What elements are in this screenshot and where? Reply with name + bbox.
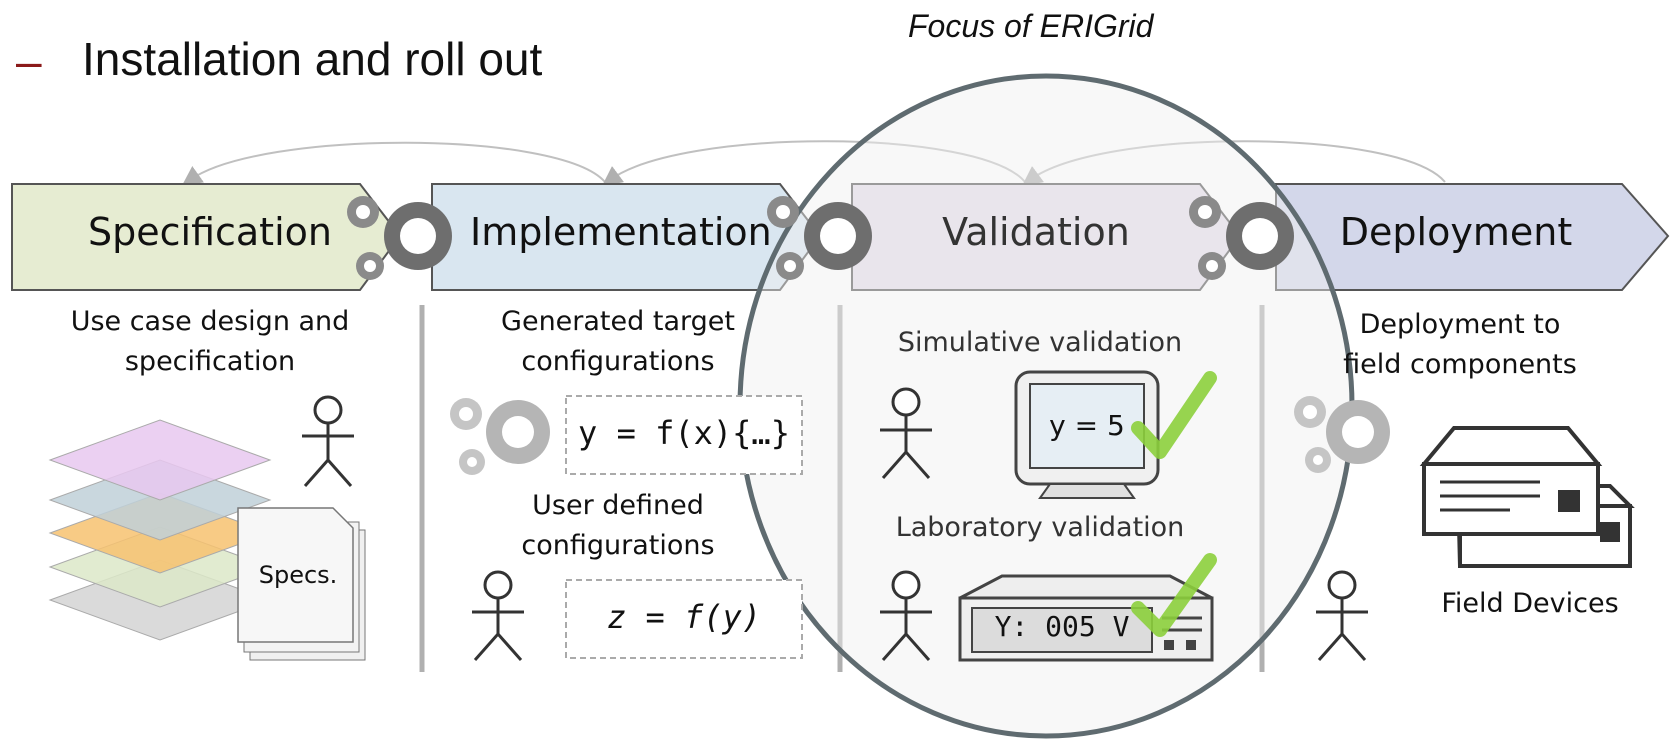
code-box-generated: [565, 395, 803, 475]
gears-deployment-icon: [1294, 396, 1390, 473]
stage-label-deployment: Deployment: [1339, 210, 1573, 254]
bullet-dash: –: [16, 35, 42, 87]
impl-generated-caption-line2: configurations: [521, 346, 715, 377]
impl-user-caption-line1: User defined: [532, 490, 704, 521]
feedback-arc-deployment-to-validation: [1021, 140, 1446, 186]
stage-arrow-deployment: [1275, 183, 1670, 291]
stage-label-implementation: Implementation: [470, 210, 772, 254]
specs-doc-label: Specs.: [258, 561, 338, 589]
feedback-arc-implementation-to-specification: [181, 141, 606, 186]
feedback-arc-validation-to-implementation: [601, 140, 1026, 186]
spec-caption-line1: Use case design and: [70, 306, 350, 337]
deploy-caption-line1: Deployment to: [1359, 309, 1561, 340]
check-mark-device: [1131, 553, 1217, 637]
stick-figure-implementation: [472, 570, 524, 661]
monitor-display-text: y = 5: [1049, 409, 1125, 442]
headline: Installation and roll out: [82, 33, 543, 85]
stage-label-specification: Specification: [88, 210, 332, 254]
impl-user-caption-line2: configurations: [521, 530, 715, 561]
validation-simulative-caption: Simulative validation: [897, 327, 1183, 358]
device-display-text: Y: 005 V: [994, 610, 1130, 643]
deploy-caption-line2: field components: [1343, 349, 1577, 380]
monitor-icon: [1014, 370, 1160, 499]
validation-laboratory-caption: Laboratory validation: [895, 512, 1185, 543]
layered-grids-icon: [48, 419, 272, 641]
stick-figure-deployment: [1316, 570, 1368, 661]
field-devices-label: Field Devices: [1441, 588, 1619, 619]
check-mark-monitor: [1131, 371, 1217, 459]
gear-cluster-3: [1189, 196, 1294, 280]
lab-device-icon: [958, 574, 1214, 662]
code-box-user: [565, 579, 803, 659]
code-user: z = f(y): [606, 598, 762, 636]
impl-generated-caption-line1: Generated target: [501, 306, 735, 337]
code-generated: y = f(x){…}: [578, 414, 790, 452]
spec-caption-line2: specification: [124, 346, 296, 377]
gears-implementation-icon: [450, 398, 550, 475]
stick-figure-validation-lab: [880, 570, 932, 661]
stick-figure-specification: [302, 395, 354, 487]
focus-label: Focus of ERIGrid: [908, 8, 1154, 44]
stage-label-validation: Validation: [942, 210, 1130, 254]
specs-document-icon: [237, 507, 366, 661]
stick-figure-validation-sim: [880, 387, 932, 479]
field-devices-icon: [1419, 426, 1635, 568]
gear-cluster-1: [347, 196, 452, 280]
gear-cluster-2: [767, 196, 872, 280]
